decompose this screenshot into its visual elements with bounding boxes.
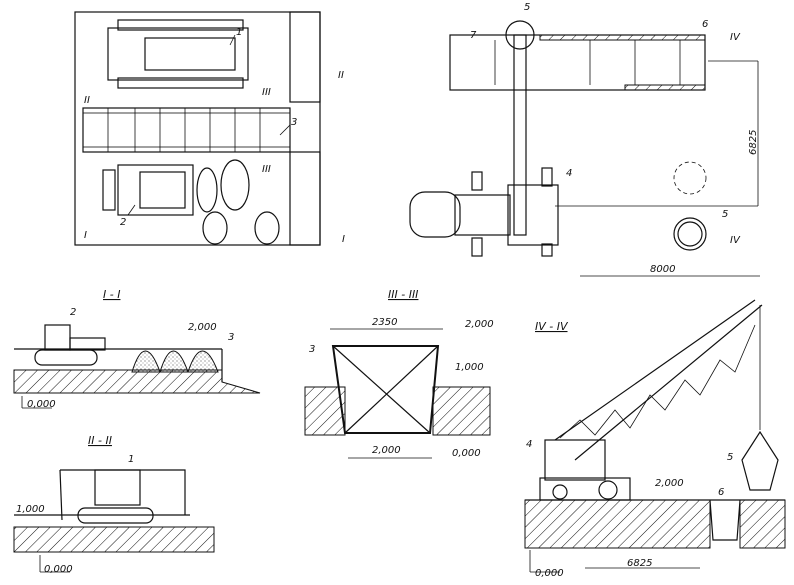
boom-plan	[513, 34, 527, 236]
level-0000: 0,000	[27, 399, 56, 410]
level-2000: 2,000	[188, 322, 217, 333]
label-3: 3	[291, 117, 297, 128]
label-5: 5	[524, 2, 530, 13]
section-mark-IV: IV	[730, 235, 741, 246]
level-0000: 0,000	[452, 448, 481, 459]
slope-bottom	[289, 151, 321, 246]
section-mark-III: III	[262, 87, 271, 98]
label-4: 4	[526, 439, 532, 450]
label-7: 7	[470, 30, 477, 41]
bucket-top	[505, 20, 535, 50]
crane	[539, 299, 763, 501]
trench-frames	[82, 107, 291, 153]
label-5: 5	[722, 209, 728, 220]
plan-right: 5 7 6 IV IV 6825 4 5 8000	[409, 2, 760, 277]
excavator	[59, 469, 186, 524]
label-2: 2	[120, 217, 126, 228]
label-1: 1	[128, 454, 134, 465]
dim-6825: 6825	[627, 558, 652, 569]
section-II: II - II 1 1,000 0,000	[13, 434, 215, 575]
counterweight	[409, 191, 461, 238]
section-mark-I: I	[342, 234, 345, 245]
label-3: 3	[228, 332, 234, 343]
section-title: IV - IV	[535, 320, 569, 333]
label-6: 6	[718, 487, 724, 498]
label-2: 2	[70, 307, 76, 318]
dim-2350: 2350	[372, 317, 397, 328]
section-title: I - I	[103, 288, 120, 301]
section-mark-II: II	[338, 70, 344, 81]
section-I: I - I 2 2,000 3 0,000	[13, 288, 261, 410]
label-5: 5	[727, 452, 733, 463]
level-1000: 1,000	[16, 504, 45, 515]
label-4: 4	[566, 168, 572, 179]
label-3: 3	[309, 344, 315, 355]
dim-8000: 8000	[650, 264, 675, 275]
section-mark-II: II	[84, 95, 90, 106]
site-boundary	[74, 11, 321, 246]
section-mark-I: I	[84, 230, 87, 241]
excavator-plan	[107, 19, 249, 89]
bucket-5	[673, 217, 707, 251]
slope-top	[289, 11, 321, 103]
plan-left: 1 3 2 II II III III I I	[74, 11, 345, 246]
section-mark-III: III	[262, 164, 271, 175]
level-0000: 0,000	[44, 564, 73, 575]
level-0000: 0,000	[535, 568, 564, 579]
section-mark-IV: IV	[730, 32, 741, 43]
level-2000: 2,000	[465, 319, 494, 330]
section-title: III - III	[388, 288, 418, 301]
level-1000: 1,000	[455, 362, 484, 373]
section-title: II - II	[88, 434, 112, 447]
bucket-5	[741, 430, 779, 491]
section-III: III - III 2350 2,000 3 1,000 2,000 0,000	[304, 288, 494, 459]
soil-piles-plan	[196, 159, 280, 245]
bucket-dashed	[673, 161, 707, 195]
section-IV: IV - IV 4 5 6 2,000 0,000 6825	[524, 299, 786, 579]
label-1: 1	[236, 27, 242, 38]
crane-cab-plan	[507, 184, 559, 246]
bulldozer	[34, 324, 106, 366]
level-2000: 2,000	[655, 478, 684, 489]
dim-6825: 6825	[748, 130, 759, 155]
label-6: 6	[702, 19, 708, 30]
dim-2000: 2,000	[372, 445, 401, 456]
bulldozer-plan	[102, 164, 194, 216]
